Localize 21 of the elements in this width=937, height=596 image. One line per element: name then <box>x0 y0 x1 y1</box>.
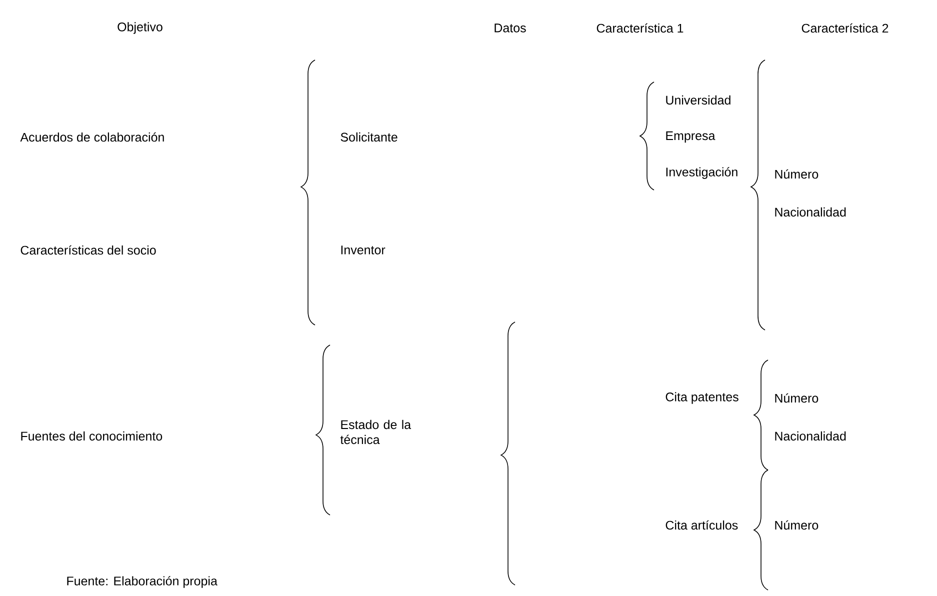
text-label: Fuentes del conocimiento <box>21 431 162 441</box>
text-label: Cita patentes <box>666 392 738 404</box>
text-label: Inventor <box>341 246 386 254</box>
text-label: Nacionalidad <box>775 207 846 217</box>
source-note: Fuente: Elaboración propia <box>67 576 218 588</box>
text-label: Acuerdos de colaboración <box>20 132 164 142</box>
text-label: Número <box>775 393 818 403</box>
text-label: Estado de la técnica <box>340 420 412 444</box>
text-label: Solicitante <box>340 132 398 142</box>
column-header: Característica 2 <box>802 23 888 33</box>
text-label: Universidad <box>666 95 730 105</box>
column-header: Característica 1 <box>596 23 684 33</box>
text-label: Investigación <box>666 167 738 179</box>
text-label: Número <box>775 169 818 179</box>
column-header: Objetivo <box>118 22 162 34</box>
text-label: Número <box>775 520 818 530</box>
text-label: Características del socio <box>20 245 156 255</box>
text-label: Cita artículos <box>666 520 738 530</box>
column-header: Datos <box>494 24 526 32</box>
text-label: Empresa <box>666 131 716 143</box>
text-label: Nacionalidad <box>775 431 846 441</box>
